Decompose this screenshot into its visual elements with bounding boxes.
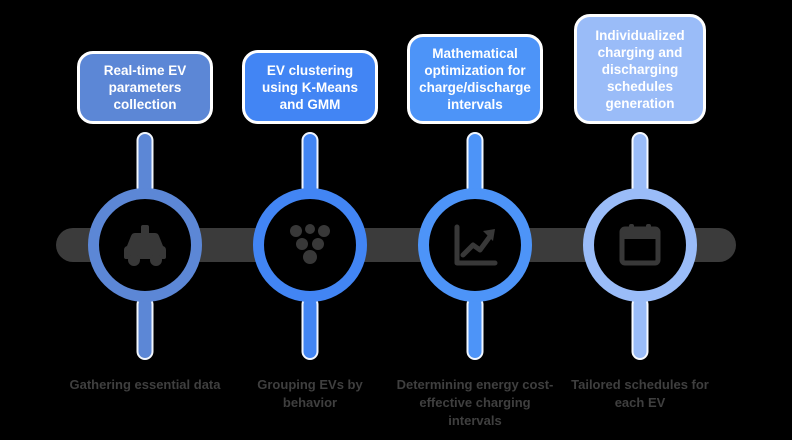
step-3-box: Mathematical optimization for charge/dis… bbox=[407, 34, 543, 124]
step-4-box: Individualized charging and discharging … bbox=[574, 14, 706, 124]
step-1-stem-bottom bbox=[136, 296, 154, 360]
ev-car-icon bbox=[124, 225, 166, 266]
step-2-caption: Grouping EVs by behavior bbox=[257, 377, 363, 410]
step-2-stem-top bbox=[301, 132, 319, 196]
step-2-stem-bottom bbox=[301, 296, 319, 360]
step-4-title: Individualized charging and discharging … bbox=[595, 27, 685, 111]
step-2-title: EV clustering using K-Means and GMM bbox=[261, 62, 358, 112]
step-3-box-area: Mathematical optimization for charge/dis… bbox=[392, 0, 558, 124]
step-2-box: EV clustering using K-Means and GMM bbox=[242, 50, 378, 124]
step-4-caption: Tailored schedules for each EV bbox=[571, 377, 709, 410]
step-4-box-area: Individualized charging and discharging … bbox=[557, 0, 723, 124]
step-3-node bbox=[418, 188, 532, 302]
step-1-box-area: Real-time EV parameters collection bbox=[62, 0, 228, 124]
step-1: Real-time EV parameters collection Gathe… bbox=[62, 0, 228, 440]
step-2-box-area: EV clustering using K-Means and GMM bbox=[227, 0, 393, 124]
growth-chart-icon bbox=[454, 224, 498, 266]
step-1-node bbox=[88, 188, 202, 302]
step-4-node bbox=[583, 188, 697, 302]
step-3-title: Mathematical optimization for charge/dis… bbox=[419, 46, 531, 112]
step-4-stem-top bbox=[631, 132, 649, 196]
calendar-icon bbox=[619, 224, 661, 266]
step-4-stem-bottom bbox=[631, 296, 649, 360]
cluster-icon bbox=[290, 224, 330, 264]
step-3-caption: Determining energy cost-effective chargi… bbox=[396, 377, 554, 428]
step-4: Individualized charging and discharging … bbox=[557, 0, 723, 440]
step-1-stem-top bbox=[136, 132, 154, 196]
step-1-box: Real-time EV parameters collection bbox=[77, 51, 213, 124]
step-3-stem-bottom bbox=[466, 296, 484, 360]
step-2-node bbox=[253, 188, 367, 302]
step-3-stem-top bbox=[466, 132, 484, 196]
step-1-title: Real-time EV parameters collection bbox=[103, 63, 187, 112]
step-2: EV clustering using K-Means and GMM Grou… bbox=[227, 0, 393, 440]
step-1-caption: Gathering essential data bbox=[69, 377, 221, 392]
step-3: Mathematical optimization for charge/dis… bbox=[392, 0, 558, 440]
